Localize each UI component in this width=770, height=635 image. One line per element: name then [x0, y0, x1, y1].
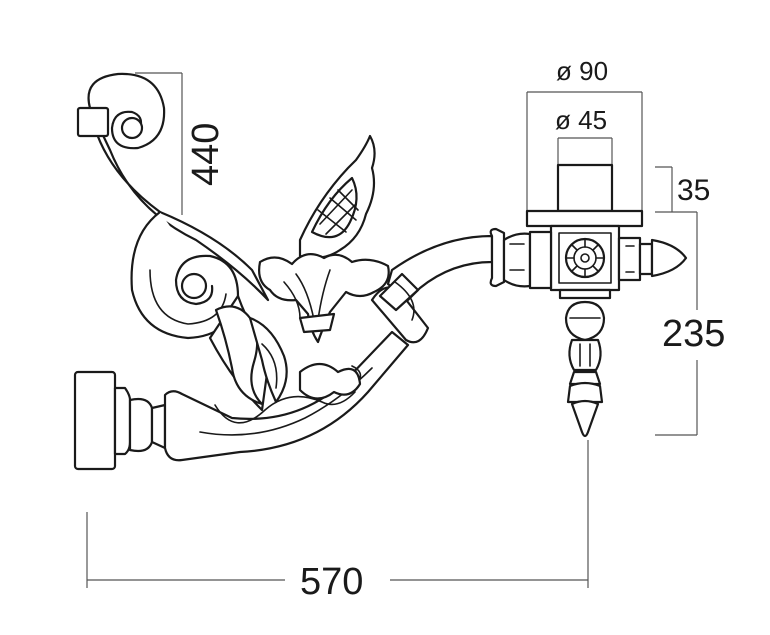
- dim-570-label: 570: [300, 561, 363, 603]
- dim-440-label: 440: [185, 123, 227, 186]
- dim-35-label: 35: [677, 174, 710, 207]
- wall-plate: [73, 370, 167, 471]
- dim-235-label: 235: [662, 313, 725, 355]
- dim-45-label: ø 45: [555, 105, 607, 135]
- flange-plate: [525, 209, 644, 228]
- dimension-lines: [86, 72, 698, 588]
- main-arm: [163, 330, 410, 462]
- top-socket: [556, 163, 614, 213]
- top-scroll: [76, 72, 270, 302]
- upper-arm: [370, 234, 494, 344]
- lamp-head: [489, 163, 688, 438]
- pinecone-crest: [258, 134, 390, 344]
- dim-90-label: ø 90: [556, 56, 608, 86]
- leaf-ornament: [214, 305, 362, 406]
- pendant-ball: [564, 300, 606, 342]
- scroll-clip: [76, 106, 110, 138]
- pendant-tip: [570, 399, 600, 438]
